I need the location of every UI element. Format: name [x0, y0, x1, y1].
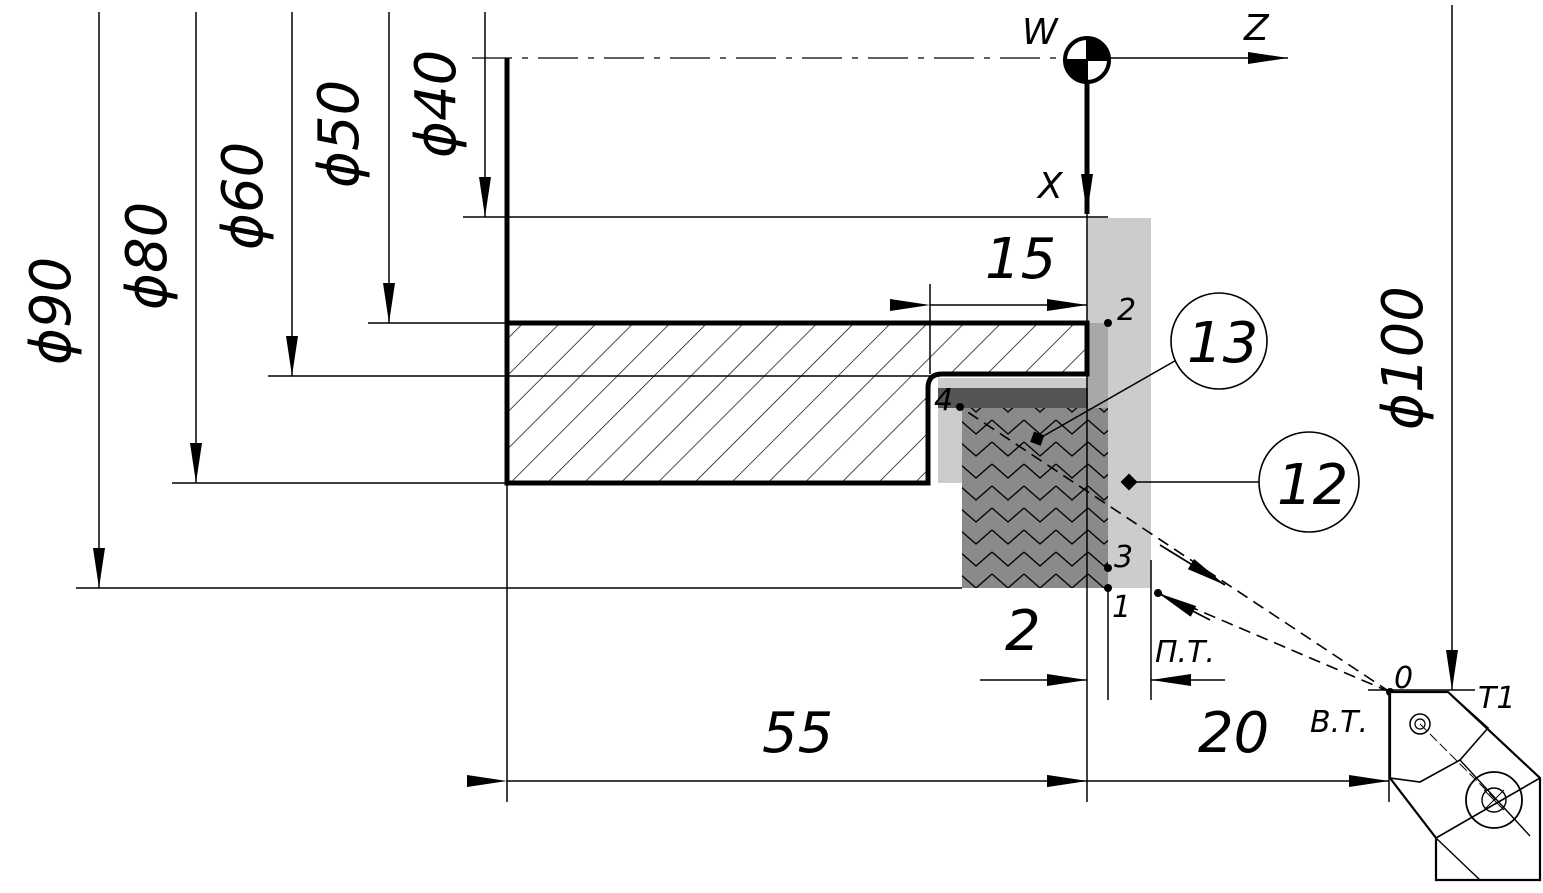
part-outline	[504, 58, 1090, 486]
axis-label-z: Z	[1243, 8, 1270, 49]
point-label-2: 2	[1117, 293, 1136, 328]
dim-dia-90: ϕ90	[19, 257, 84, 365]
allowance-dark-strip	[938, 388, 1088, 408]
callout-12-circle	[1258, 431, 1360, 533]
dim-length-55: 55	[762, 701, 833, 766]
dim-length-20: 20	[1198, 701, 1269, 766]
callout-13-leader	[1039, 357, 1181, 439]
origin-symbol	[1063, 36, 1111, 84]
dim-length-15: 15	[985, 227, 1056, 292]
part-section	[507, 323, 1087, 483]
diameter-extension-lines	[76, 216, 1475, 691]
label-tool: T1	[1478, 681, 1515, 716]
point-label-4: 4	[934, 383, 953, 418]
point-label-3: 3	[1114, 540, 1133, 575]
cutting-tool	[1388, 690, 1542, 882]
tool-path	[959, 406, 1391, 693]
callout-13: 13	[1187, 311, 1258, 376]
dim-dia-60: ϕ60	[211, 142, 276, 250]
callout-12: 12	[1277, 453, 1348, 518]
axis-label-x: X	[1036, 166, 1064, 207]
diameter-dimension-lines	[93, 5, 1458, 690]
dim-dia-50: ϕ50	[307, 80, 372, 188]
dim-dia-40: ϕ40	[404, 50, 469, 158]
label-tool-change: В.Т.	[1310, 705, 1368, 740]
dim-dia-80: ϕ80	[115, 202, 180, 310]
dim-dia-100: ϕ100	[1371, 286, 1436, 430]
point-label-0: 0	[1394, 661, 1413, 696]
callout-13-circle	[1170, 292, 1268, 390]
label-start-point: П.Т.	[1155, 635, 1215, 670]
point-label-1: 1	[1112, 590, 1131, 625]
axis-label-w: W	[1022, 12, 1059, 53]
dim-length-2: 2	[1005, 599, 1041, 664]
